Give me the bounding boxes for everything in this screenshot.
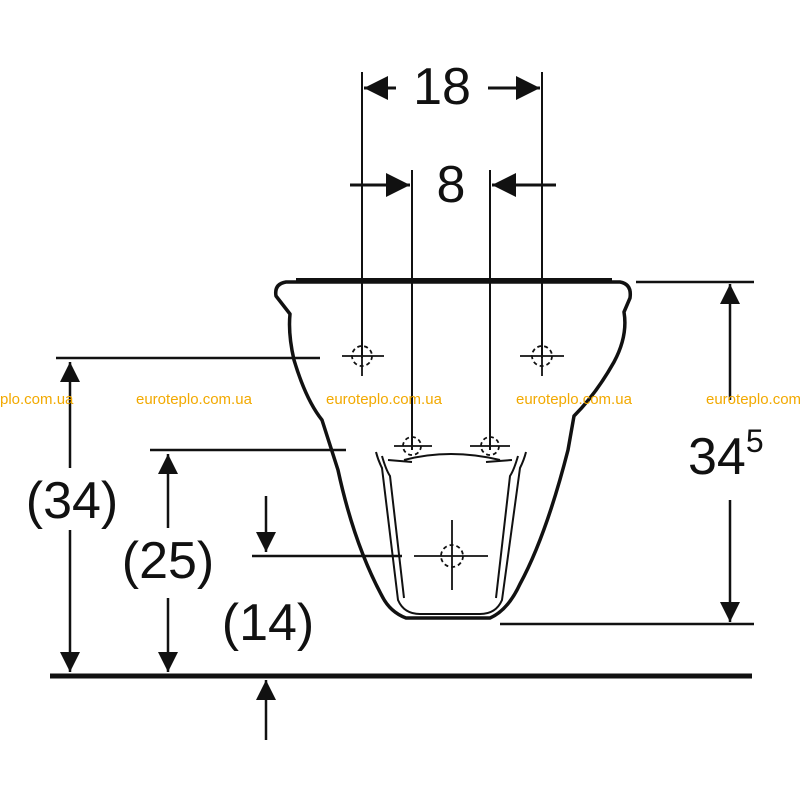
extension-lines bbox=[361, 72, 543, 450]
watermark-2: euroteplo.com.ua bbox=[136, 391, 253, 408]
watermark-1: plo.com.ua bbox=[0, 391, 74, 408]
outer-spacing-label: 18 bbox=[413, 58, 471, 116]
dimension-upper-fixing bbox=[56, 356, 320, 672]
total-height-sup: 5 bbox=[746, 423, 764, 459]
lower-fixing-label: (25) bbox=[122, 532, 214, 590]
watermark-4: euroteplo.com.ua bbox=[516, 391, 633, 408]
dimension-total-height bbox=[500, 280, 754, 626]
fixing-point-upper-left bbox=[342, 336, 384, 376]
connection-point bbox=[414, 520, 488, 590]
total-height-label: 345 bbox=[688, 423, 764, 486]
inner-outline bbox=[375, 451, 527, 615]
watermark-3: euroteplo.com.ua bbox=[326, 391, 443, 408]
fixing-point-mid-left bbox=[394, 436, 432, 456]
connection-label: (14) bbox=[222, 594, 314, 652]
inner-spacing-label: 8 bbox=[437, 156, 466, 214]
total-height-main: 34 bbox=[688, 428, 746, 486]
fixing-point-upper-right bbox=[520, 336, 564, 376]
dimension-connection bbox=[252, 496, 402, 740]
fixture-outline bbox=[273, 278, 633, 620]
dimension-lower-fixing bbox=[150, 448, 346, 672]
upper-fixing-label: (34) bbox=[26, 472, 118, 530]
watermark-5: euroteplo.com.ua bbox=[706, 391, 800, 408]
fixing-point-mid-right bbox=[470, 436, 510, 456]
